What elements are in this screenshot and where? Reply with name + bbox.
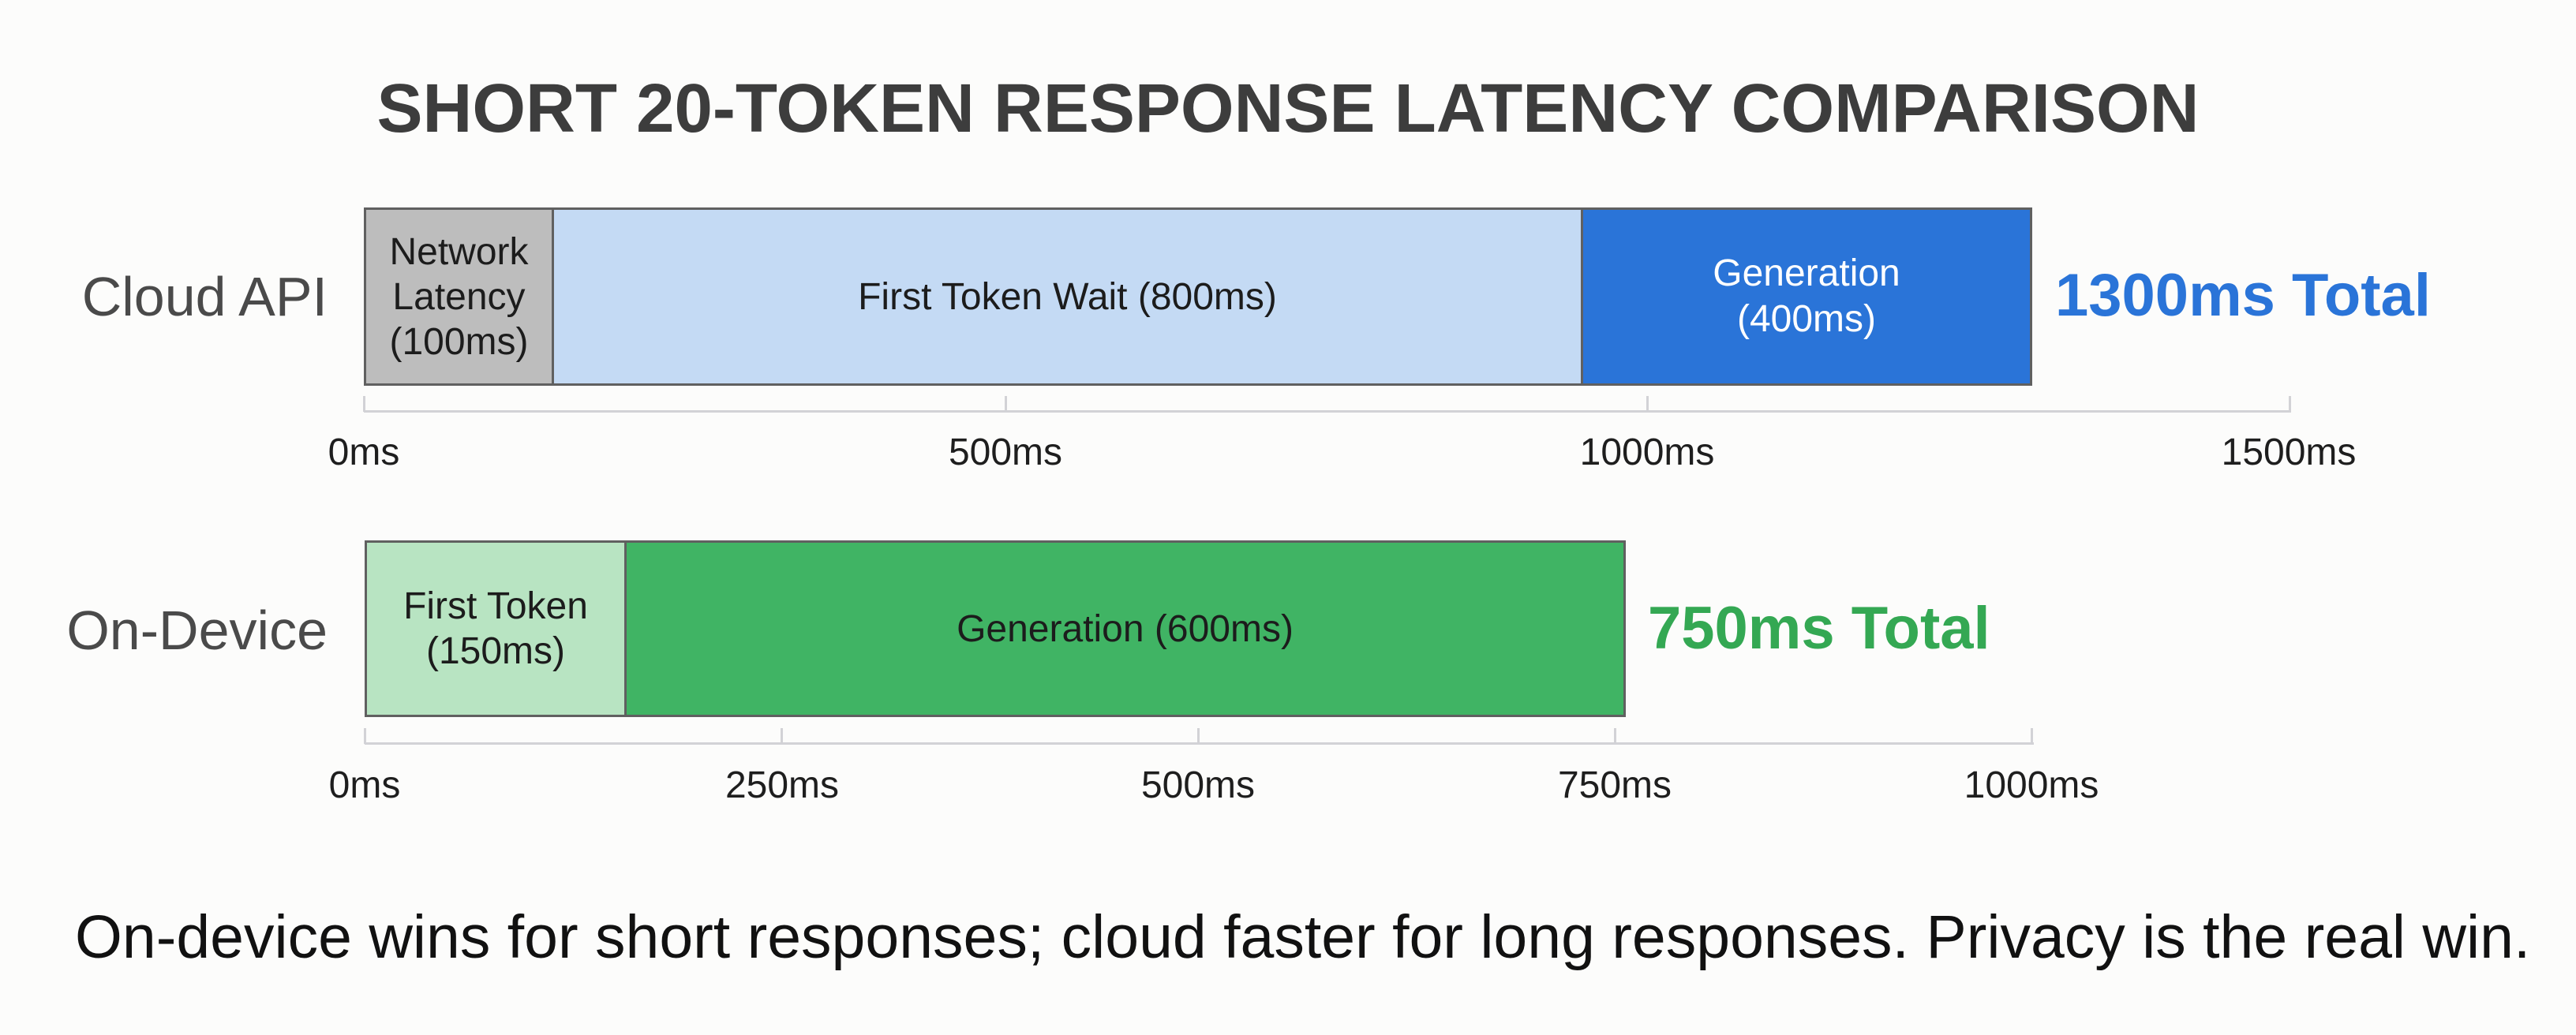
on-device-total-label: 750ms Total — [1648, 595, 1990, 662]
cloud-total-label: 1300ms Total — [2055, 262, 2431, 329]
device-axis-tick — [2031, 728, 2033, 744]
row-label-cloud-api: Cloud API — [81, 266, 328, 327]
on-device-bar: First Token (150ms) Generation (600ms) — [365, 540, 1626, 717]
segment-device-generation: Generation (600ms) — [624, 543, 1623, 715]
chart-title: SHORT 20-TOKEN RESPONSE LATENCY COMPARIS… — [376, 70, 2200, 147]
cloud-axis-tick — [2289, 396, 2291, 412]
segment-label: Generation (600ms) — [957, 607, 1294, 650]
device-tick-label: 750ms — [1557, 764, 1672, 806]
device-tick-label: 0ms — [328, 764, 401, 806]
device-tick-label: 250ms — [724, 764, 840, 806]
cloud-tick-label: 500ms — [948, 432, 1063, 473]
chart-caption: On-device wins for short responses; clou… — [75, 903, 2531, 971]
device-tick-label: 1000ms — [1964, 764, 2099, 806]
device-tick-label: 500ms — [1140, 764, 1256, 806]
cloud-axis-tick — [1646, 396, 1649, 412]
cloud-axis-line — [364, 410, 2291, 413]
segment-label-line: Network — [389, 230, 529, 273]
cloud-tick-label: 1000ms — [1579, 432, 1715, 473]
cloud-api-bar: Network Latency (100ms) First Token Wait… — [364, 207, 2032, 386]
segment-label-line: (100ms) — [389, 320, 529, 363]
segment-label-line: Generation — [1713, 252, 1900, 294]
device-axis-tick — [781, 728, 783, 744]
cloud-tick-label: 0ms — [328, 432, 400, 473]
device-axis-tick — [364, 728, 366, 744]
device-axis-tick — [1614, 728, 1616, 744]
device-axis-tick — [1197, 728, 1200, 744]
segment-cloud-generation: Generation (400ms) — [1581, 210, 2030, 383]
cloud-axis-tick — [1005, 396, 1007, 412]
row-label-on-device: On-Device — [66, 600, 328, 661]
cloud-axis-tick — [363, 396, 365, 412]
segment-network-latency: Network Latency (100ms) — [366, 210, 552, 383]
segment-first-token-wait: First Token Wait (800ms) — [552, 210, 1581, 383]
segment-label: First Token Wait (800ms) — [858, 275, 1277, 318]
segment-label-line: (400ms) — [1736, 298, 1877, 340]
segment-label-line: First Token — [403, 585, 588, 627]
cloud-tick-label: 1500ms — [2221, 432, 2357, 473]
segment-label-line: (150ms) — [425, 630, 566, 672]
segment-label-line: Latency — [392, 275, 526, 318]
segment-first-token: First Token (150ms) — [367, 543, 624, 715]
